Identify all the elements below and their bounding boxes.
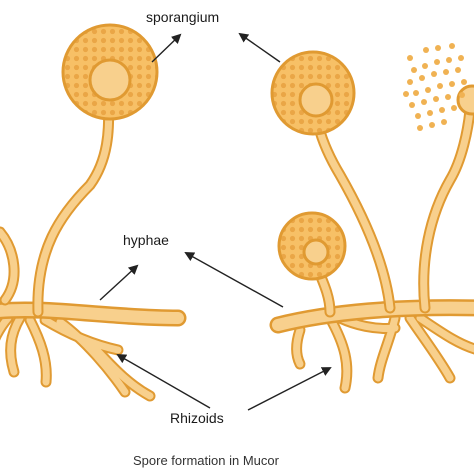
rhizoids-label: Rhizoids xyxy=(170,410,224,426)
figure-caption: Spore formation in Mucor xyxy=(133,453,279,468)
left-mucor xyxy=(0,23,187,402)
sporangium-label: sporangium xyxy=(146,9,220,25)
pointer-arrows xyxy=(99,32,332,411)
arrow-sporangium-left xyxy=(151,33,182,63)
burst-columella xyxy=(456,84,474,116)
arrow-hyphae-left xyxy=(99,264,139,301)
arrow-rhizoids-left xyxy=(116,354,211,409)
right-mucor xyxy=(269,43,474,394)
left-columella xyxy=(88,58,132,102)
arrow-sporangium-right xyxy=(238,32,281,63)
hyphae-label: hyphae xyxy=(123,232,169,248)
arrow-rhizoids-right xyxy=(247,367,332,411)
arrow-hyphae-right xyxy=(184,252,284,308)
released-spores xyxy=(403,43,467,131)
